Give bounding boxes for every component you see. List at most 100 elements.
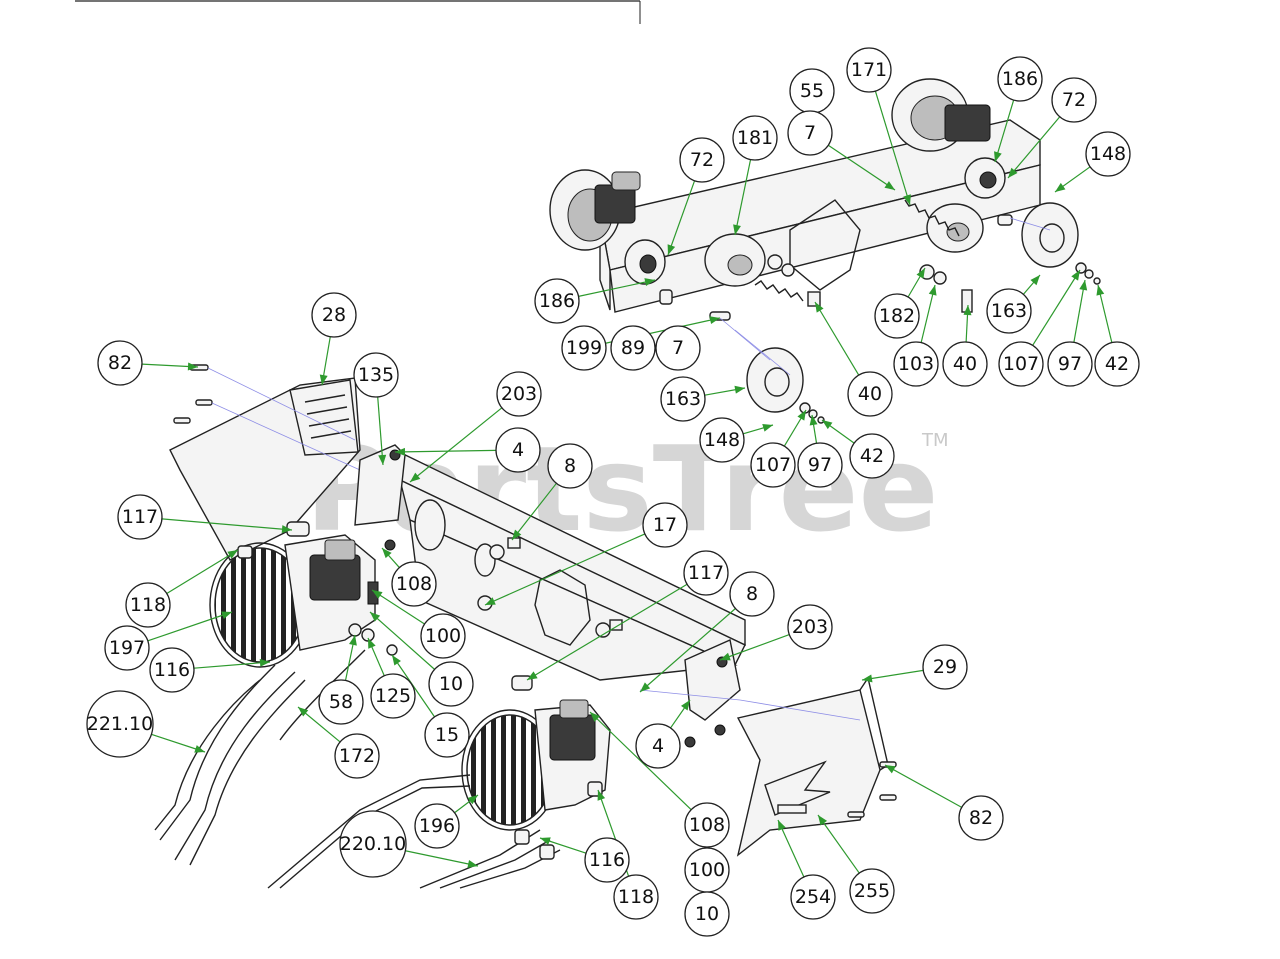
part-callout-203[interactable]: 203 bbox=[787, 604, 833, 650]
leader-arrow bbox=[368, 638, 376, 649]
part-callout-82[interactable]: 82 bbox=[958, 795, 1004, 841]
callout-circle bbox=[104, 625, 150, 671]
callout-number: 197 bbox=[109, 637, 145, 659]
leader-line bbox=[511, 482, 557, 541]
part-callout-89[interactable]: 89 bbox=[610, 325, 656, 371]
part-callout-7[interactable]: 7 bbox=[655, 325, 701, 371]
callout-number: 82 bbox=[969, 807, 993, 829]
part-callout-108[interactable]: 108 bbox=[391, 561, 437, 607]
part-callout-199[interactable]: 199 bbox=[561, 325, 607, 371]
part-callout-108[interactable]: 108 bbox=[684, 802, 730, 848]
part-callout-186[interactable]: 186 bbox=[534, 278, 580, 324]
part-callout-125[interactable]: 125 bbox=[370, 673, 416, 719]
part-callout-103[interactable]: 103 bbox=[893, 341, 939, 387]
leader-arrow bbox=[221, 611, 232, 620]
part-callout-203[interactable]: 203 bbox=[496, 371, 542, 417]
part-callout-100[interactable]: 100 bbox=[420, 613, 466, 659]
callout-circle bbox=[1094, 341, 1140, 387]
leader-line bbox=[827, 144, 896, 191]
callout-number: 97 bbox=[1058, 353, 1082, 375]
callout-circle bbox=[495, 427, 541, 473]
leader-line bbox=[1032, 269, 1081, 346]
callout-number: 220.10 bbox=[340, 833, 406, 855]
part-callout-254[interactable]: 254 bbox=[790, 874, 836, 920]
part-callout-118[interactable]: 118 bbox=[613, 874, 659, 920]
part-callout-135[interactable]: 135 bbox=[353, 352, 399, 398]
part-callout-17[interactable]: 17 bbox=[642, 502, 688, 548]
part-callout-7[interactable]: 7 bbox=[787, 110, 833, 156]
callout-number: 108 bbox=[689, 814, 725, 836]
part-callout-10[interactable]: 10 bbox=[684, 891, 730, 937]
part-callout-172[interactable]: 172 bbox=[334, 733, 380, 779]
leader-arrow bbox=[467, 860, 478, 868]
part-callout-197[interactable]: 197 bbox=[104, 625, 150, 671]
part-callout-116[interactable]: 116 bbox=[149, 647, 195, 693]
part-callout-97[interactable]: 97 bbox=[797, 442, 843, 488]
callout-number: 15 bbox=[435, 724, 459, 746]
leader-arrow bbox=[916, 268, 925, 279]
leader-arrow bbox=[733, 224, 741, 235]
leader-arrow bbox=[809, 415, 818, 426]
part-callout-148[interactable]: 148 bbox=[699, 417, 745, 463]
part-callout-15[interactable]: 15 bbox=[424, 712, 470, 758]
part-callout-58[interactable]: 58 bbox=[318, 679, 364, 725]
part-callout-28[interactable]: 28 bbox=[311, 292, 357, 338]
leader-arrow bbox=[590, 712, 600, 722]
part-callout-10[interactable]: 10 bbox=[428, 661, 474, 707]
part-callout-42[interactable]: 42 bbox=[849, 433, 895, 479]
part-callout-82[interactable]: 82 bbox=[97, 340, 143, 386]
leader-arrow bbox=[644, 278, 655, 287]
part-callout-72[interactable]: 72 bbox=[1051, 77, 1097, 123]
leader-line bbox=[578, 279, 656, 297]
part-callout-40[interactable]: 40 bbox=[847, 371, 893, 417]
callout-circle bbox=[610, 325, 656, 371]
part-callout-40[interactable]: 40 bbox=[942, 341, 988, 387]
leader-line bbox=[994, 99, 1015, 163]
part-callout-182[interactable]: 182 bbox=[874, 293, 920, 339]
part-callout-116[interactable]: 116 bbox=[584, 837, 630, 883]
leader-line bbox=[369, 611, 435, 670]
part-callout-29[interactable]: 29 bbox=[922, 644, 968, 690]
leader-arrow bbox=[372, 590, 383, 599]
part-callout-100[interactable]: 100 bbox=[684, 847, 730, 893]
part-callout-4[interactable]: 4 bbox=[635, 723, 681, 769]
part-callout-163[interactable]: 163 bbox=[660, 376, 706, 422]
part-callout-97[interactable]: 97 bbox=[1047, 341, 1093, 387]
callout-number: 171 bbox=[851, 59, 887, 81]
part-callout-55[interactable]: 55 bbox=[789, 68, 835, 114]
leader-line bbox=[409, 407, 503, 483]
part-callout-72[interactable]: 72 bbox=[679, 137, 725, 183]
leader-arrow bbox=[1071, 270, 1080, 281]
callout-circle bbox=[679, 137, 725, 183]
callout-circle bbox=[655, 325, 701, 371]
part-callout-107[interactable]: 107 bbox=[998, 341, 1044, 387]
part-callout-196[interactable]: 196 bbox=[414, 803, 460, 849]
part-callout-221.10[interactable]: 221.10 bbox=[86, 690, 154, 758]
part-callout-163[interactable]: 163 bbox=[986, 288, 1032, 334]
part-callout-4[interactable]: 4 bbox=[495, 427, 541, 473]
part-callout-42[interactable]: 42 bbox=[1094, 341, 1140, 387]
callout-circle bbox=[750, 442, 796, 488]
leader-arrow bbox=[903, 194, 911, 205]
callout-circle bbox=[847, 371, 893, 417]
callout-number: 103 bbox=[898, 353, 934, 375]
part-callout-186[interactable]: 186 bbox=[997, 56, 1043, 102]
part-callout-118[interactable]: 118 bbox=[125, 582, 171, 628]
part-callout-8[interactable]: 8 bbox=[547, 443, 593, 489]
part-callout-107[interactable]: 107 bbox=[750, 442, 796, 488]
callout-number: 186 bbox=[1002, 68, 1038, 90]
leader-arrow bbox=[467, 795, 478, 805]
part-callout-148[interactable]: 148 bbox=[1085, 131, 1131, 177]
callout-number: 72 bbox=[690, 149, 714, 171]
part-callout-117[interactable]: 117 bbox=[117, 494, 163, 540]
part-callout-181[interactable]: 181 bbox=[732, 115, 778, 161]
part-callout-117[interactable]: 117 bbox=[683, 550, 729, 596]
part-callout-255[interactable]: 255 bbox=[849, 868, 895, 914]
part-callout-220.10[interactable]: 220.10 bbox=[339, 810, 407, 878]
callout-number: 163 bbox=[991, 300, 1027, 322]
callout-circle bbox=[414, 803, 460, 849]
leader-arrow bbox=[1030, 275, 1040, 286]
part-callout-171[interactable]: 171 bbox=[846, 47, 892, 93]
part-callout-8[interactable]: 8 bbox=[729, 571, 775, 617]
